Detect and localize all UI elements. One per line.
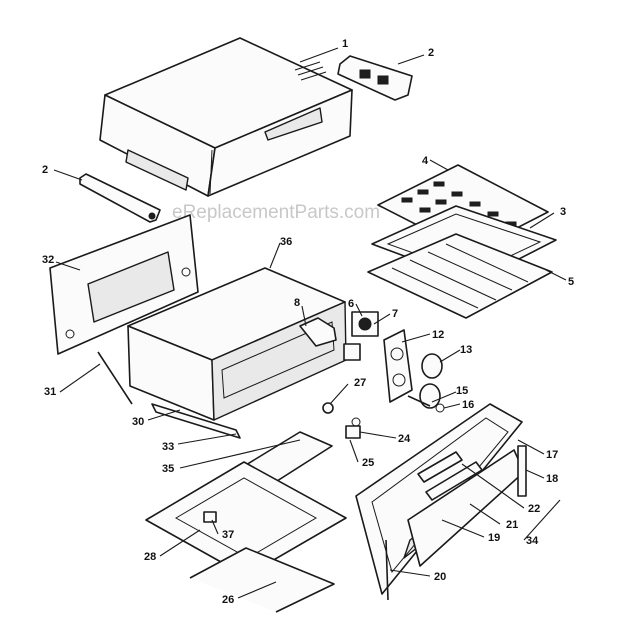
part-32-back-panel <box>49 214 199 355</box>
part-22-21-door-handle <box>417 451 483 501</box>
callout-34: 34 <box>526 535 539 547</box>
callout-27: 27 <box>354 377 366 389</box>
callout-21: 21 <box>506 519 518 531</box>
callout-7: 7 <box>392 308 398 320</box>
part-15-pin <box>407 395 431 407</box>
callout-3: 3 <box>560 206 566 218</box>
callout-28: 28 <box>144 551 156 563</box>
part-2-rail-left <box>79 173 161 223</box>
callout-2-top: 2 <box>428 47 434 59</box>
callout-4: 4 <box>422 155 429 167</box>
part-13-knobs <box>419 353 443 409</box>
part-37-clip <box>203 511 217 523</box>
callout-labels: 1 2 2 4 3 5 32 36 8 6 7 12 13 15 16 31 3… <box>42 38 574 606</box>
callout-31: 31 <box>44 386 56 398</box>
callout-16: 16 <box>462 399 474 411</box>
part-6-7-switch <box>343 311 379 361</box>
part-28-crumb-tray <box>145 461 347 577</box>
callout-1: 1 <box>342 38 348 50</box>
callout-25: 25 <box>362 457 374 469</box>
callout-32: 32 <box>42 254 54 266</box>
callout-35: 35 <box>162 463 174 475</box>
callout-18: 18 <box>546 473 558 485</box>
part-5-rack <box>367 233 553 319</box>
callout-6: 6 <box>348 298 354 310</box>
part-31-rod <box>97 351 133 405</box>
callout-13: 13 <box>460 344 472 356</box>
part-27-plug <box>322 402 334 414</box>
callout-2-left: 2 <box>42 164 48 176</box>
part-26-bottom-plate <box>189 547 335 613</box>
callout-17: 17 <box>546 449 558 461</box>
callout-20: 20 <box>434 571 446 583</box>
part-33-bottom-rail <box>151 403 241 439</box>
callout-5: 5 <box>568 276 574 288</box>
part-1-top-cover <box>99 37 353 197</box>
leader-lines <box>53 47 567 599</box>
part-8-bracket <box>299 317 337 347</box>
callout-37: 37 <box>222 529 234 541</box>
part-16-ring <box>435 403 445 413</box>
part-2-handle-top <box>337 55 413 101</box>
callout-33: 33 <box>162 441 174 453</box>
callout-8: 8 <box>294 297 300 309</box>
callout-26: 26 <box>222 594 234 606</box>
part-18-trim <box>517 445 527 497</box>
callout-30: 30 <box>132 416 144 428</box>
part-24-25-terminal <box>345 417 361 439</box>
callout-22: 22 <box>528 503 540 515</box>
watermark: eReplacementParts.com <box>172 202 380 223</box>
part-20-hinge <box>385 539 389 601</box>
callout-12: 12 <box>432 329 444 341</box>
callout-24: 24 <box>398 433 411 445</box>
callout-15: 15 <box>456 385 468 397</box>
part-12-control-panel <box>383 329 413 403</box>
callout-36: 36 <box>280 236 292 248</box>
callout-19: 19 <box>488 532 500 544</box>
